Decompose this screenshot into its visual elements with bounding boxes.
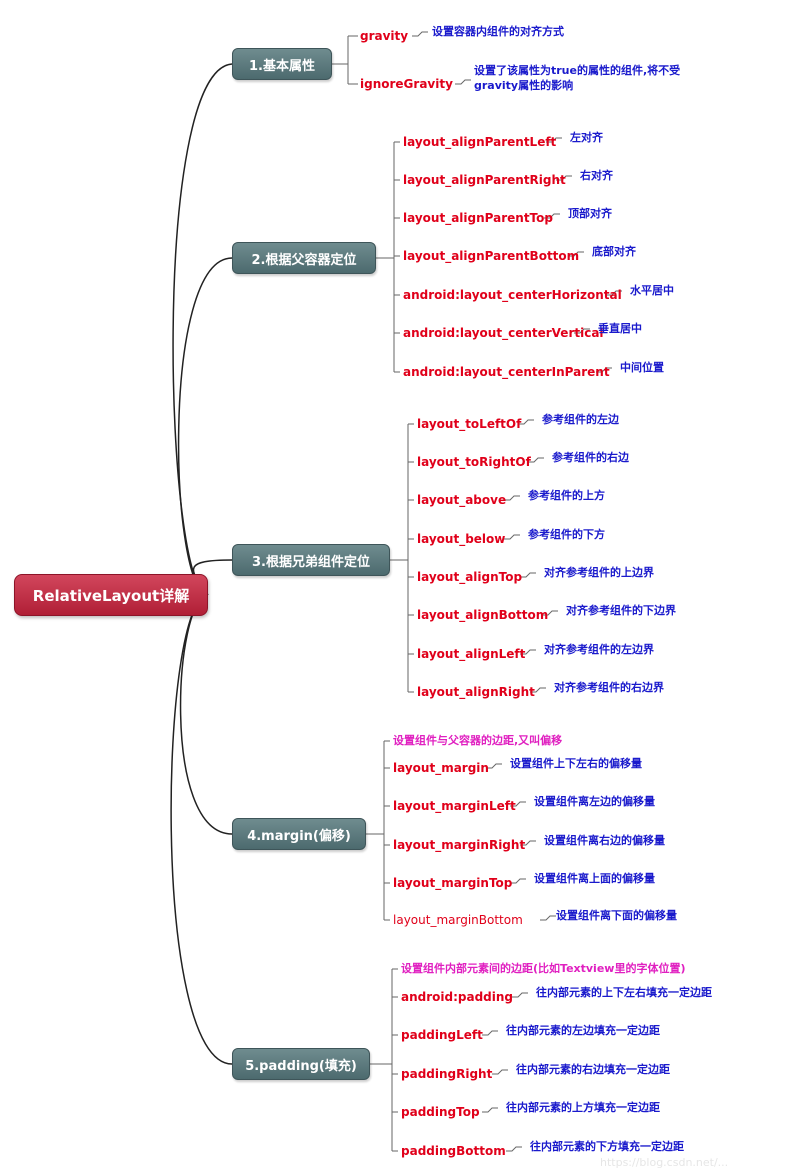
desc-to-right-of: 参考组件的右边 (552, 451, 629, 464)
padding-note: 设置组件内部元素间的边距(比如Textview里的字体位置) (401, 962, 686, 975)
attr-align-right: layout_alignRight (417, 685, 535, 699)
attr-layout-margin: layout_margin (393, 761, 489, 775)
margin-note: 设置组件与父容器的边距,又叫偏移 (393, 734, 563, 747)
attr-center-in-parent: android:layout_centerInParent (403, 365, 610, 379)
attr-margin-left: layout_marginLeft (393, 799, 516, 813)
attr-padding-left: paddingLeft (401, 1028, 483, 1042)
desc-android-padding: 往内部元素的上下左右填充一定边距 (536, 986, 712, 999)
attr-padding-bottom: paddingBottom (401, 1144, 506, 1158)
branch-padding: 5.padding(填充) (232, 1048, 370, 1080)
desc-margin-bottom: 设置组件离下面的偏移量 (556, 909, 677, 922)
desc-align-right: 对齐参考组件的右边界 (554, 681, 664, 694)
desc-padding-top: 往内部元素的上方填充一定边距 (506, 1101, 660, 1114)
desc-padding-bottom: 往内部元素的下方填充一定边距 (530, 1140, 684, 1153)
desc-padding-left: 往内部元素的左边填充一定边距 (506, 1024, 660, 1037)
attr-align-parent-right: layout_alignParentRight (403, 173, 566, 187)
desc-gravity: 设置容器内组件的对齐方式 (432, 25, 564, 38)
desc-margin-top: 设置组件离上面的偏移量 (534, 872, 655, 885)
attr-ignore-gravity: ignoreGravity (360, 77, 453, 91)
desc-align-parent-top: 顶部对齐 (568, 207, 612, 220)
desc-padding-right: 往内部元素的右边填充一定边距 (516, 1063, 670, 1076)
desc-margin-right: 设置组件离右边的偏移量 (544, 834, 665, 847)
desc-align-parent-left: 左对齐 (570, 131, 603, 144)
attr-align-parent-bottom: layout_alignParentBottom (403, 249, 580, 263)
desc-center-horizontal: 水平居中 (630, 284, 674, 297)
attr-to-right-of: layout_toRightOf (417, 455, 531, 469)
attr-align-parent-top: layout_alignParentTop (403, 211, 553, 225)
attr-align-bottom: layout_alignBottom (417, 608, 549, 622)
attr-padding-right: paddingRight (401, 1067, 493, 1081)
desc-align-parent-right: 右对齐 (580, 169, 613, 182)
desc-layout-margin: 设置组件上下左右的偏移量 (510, 757, 642, 770)
desc-ignore-gravity: 设置了该属性为true的属性的组件,将不受 (474, 64, 681, 77)
watermark: https://blog.csdn.net/... (600, 1156, 729, 1169)
attr-center-horizontal: android:layout_centerHorizontal (403, 288, 622, 302)
attr-margin-top: layout_marginTop (393, 876, 513, 890)
desc-above: 参考组件的上方 (528, 489, 605, 502)
branch-parent-positioning: 2.根据父容器定位 (232, 242, 376, 274)
desc-to-left-of: 参考组件的左边 (542, 413, 619, 426)
attr-margin-bottom: layout_marginBottom (393, 913, 523, 927)
attr-center-vertical: android:layout_centerVertical (403, 326, 604, 340)
desc-below: 参考组件的下方 (528, 528, 605, 541)
attr-gravity: gravity (360, 29, 409, 43)
attr-margin-right: layout_marginRight (393, 838, 526, 852)
desc-center-in-parent: 中间位置 (620, 361, 664, 374)
branch-margin: 4.margin(偏移) (232, 818, 366, 850)
desc-ignore-gravity-line2: gravity属性的影响 (474, 79, 574, 92)
desc-align-left: 对齐参考组件的左边界 (544, 643, 654, 656)
branch-basic-properties: 1.基本属性 (232, 48, 332, 80)
desc-margin-left: 设置组件离左边的偏移量 (534, 795, 655, 808)
attr-padding-top: paddingTop (401, 1105, 480, 1119)
branch-sibling-positioning: 3.根据兄弟组件定位 (232, 544, 390, 576)
attr-above: layout_above (417, 493, 507, 507)
attr-align-parent-left: layout_alignParentLeft (403, 135, 557, 149)
attr-to-left-of: layout_toLeftOf (417, 417, 522, 431)
desc-align-top: 对齐参考组件的上边界 (544, 566, 654, 579)
desc-align-parent-bottom: 底部对齐 (592, 245, 636, 258)
desc-center-vertical: 垂直居中 (598, 322, 642, 335)
desc-align-bottom: 对齐参考组件的下边界 (566, 604, 676, 617)
attr-align-left: layout_alignLeft (417, 647, 526, 661)
attr-android-padding: android:padding (401, 990, 514, 1004)
attr-align-top: layout_alignTop (417, 570, 523, 584)
root-node: RelativeLayout详解 (14, 574, 208, 616)
attr-below: layout_below (417, 532, 506, 546)
